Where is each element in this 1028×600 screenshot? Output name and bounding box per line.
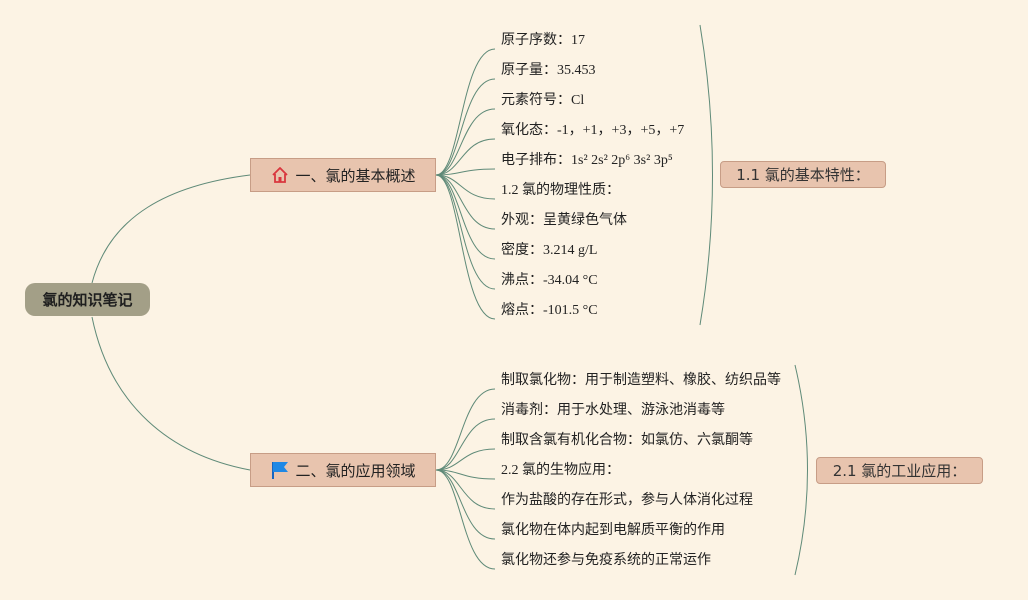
leaf-item[interactable]: 制取氯化物：用于制造塑料、橡胶、纺织品等: [501, 373, 781, 388]
root-to-branch1-line: [91, 174, 251, 284]
leaf-connector-line: [435, 174, 496, 230]
leaf-item[interactable]: 原子量：35.453: [501, 63, 596, 78]
leaf-connector-line: [435, 168, 496, 176]
leaf-connector-line: [435, 469, 496, 510]
leaf-connector-line: [435, 418, 496, 471]
branch2-summary-brace: [794, 364, 808, 576]
leaf-connector-line: [435, 78, 496, 176]
branch-label: 一、氯的基本概述: [295, 166, 416, 185]
leaf-item[interactable]: 密度：3.214 g/L: [501, 243, 598, 258]
leaf-item[interactable]: 1.2 氯的物理性质：: [501, 183, 620, 198]
branch-basic-overview[interactable]: 一、氯的基本概述: [250, 158, 436, 192]
leaf-item[interactable]: 氯化物在体内起到电解质平衡的作用: [501, 523, 725, 538]
leaf-connector-line: [435, 174, 496, 260]
leaf-item[interactable]: 作为盐酸的存在形式，参与人体消化过程: [501, 493, 753, 508]
branch-label: 二、氯的应用领域: [295, 461, 416, 480]
leaf-item[interactable]: 制取含氯有机化合物：如氯仿、六氯酮等: [501, 433, 753, 448]
branch-applications[interactable]: 二、氯的应用领域: [250, 453, 436, 487]
leaf-connector-line: [435, 469, 496, 480]
flag-icon: [270, 460, 290, 480]
leaf-connector-line: [435, 174, 496, 290]
leaf-item[interactable]: 氯化物还参与免疫系统的正常运作: [501, 553, 711, 568]
leaf-connector-line: [435, 48, 496, 176]
root-topic[interactable]: 氯的知识笔记: [25, 283, 150, 316]
root-to-branch2-line: [91, 316, 251, 471]
summary-basic-properties[interactable]: 1.1 氯的基本特性：: [720, 161, 886, 188]
leaf-item[interactable]: 熔点：-101.5 °C: [501, 303, 598, 318]
leaf-item[interactable]: 2.2 氯的生物应用：: [501, 463, 620, 478]
leaf-connector-line: [435, 174, 496, 320]
leaf-connector-line: [435, 469, 496, 570]
leaf-connector-line: [435, 174, 496, 200]
leaf-item[interactable]: 消毒剂：用于水处理、游泳池消毒等: [501, 403, 725, 418]
home-icon: [270, 165, 290, 185]
leaf-item[interactable]: 氧化态：-1，+1，+3，+5，+7: [501, 123, 685, 138]
leaf-connector-line: [435, 138, 496, 176]
leaf-item[interactable]: 元素符号：Cl: [501, 93, 585, 108]
leaf-item[interactable]: 电子排布：1s² 2s² 2p⁶ 3s² 3p⁵: [501, 153, 673, 168]
leaf-item[interactable]: 外观：呈黄绿色气体: [501, 213, 627, 228]
leaf-connector-line: [435, 448, 496, 471]
leaf-item[interactable]: 原子序数：17: [501, 33, 585, 48]
branch1-summary-brace: [699, 24, 713, 326]
leaf-connector-line: [435, 388, 496, 471]
leaf-item[interactable]: 沸点：-34.04 °C: [501, 273, 598, 288]
leaf-connector-line: [435, 108, 496, 176]
summary-industrial-applications[interactable]: 2.1 氯的工业应用：: [816, 457, 983, 484]
leaf-connector-line: [435, 469, 496, 540]
